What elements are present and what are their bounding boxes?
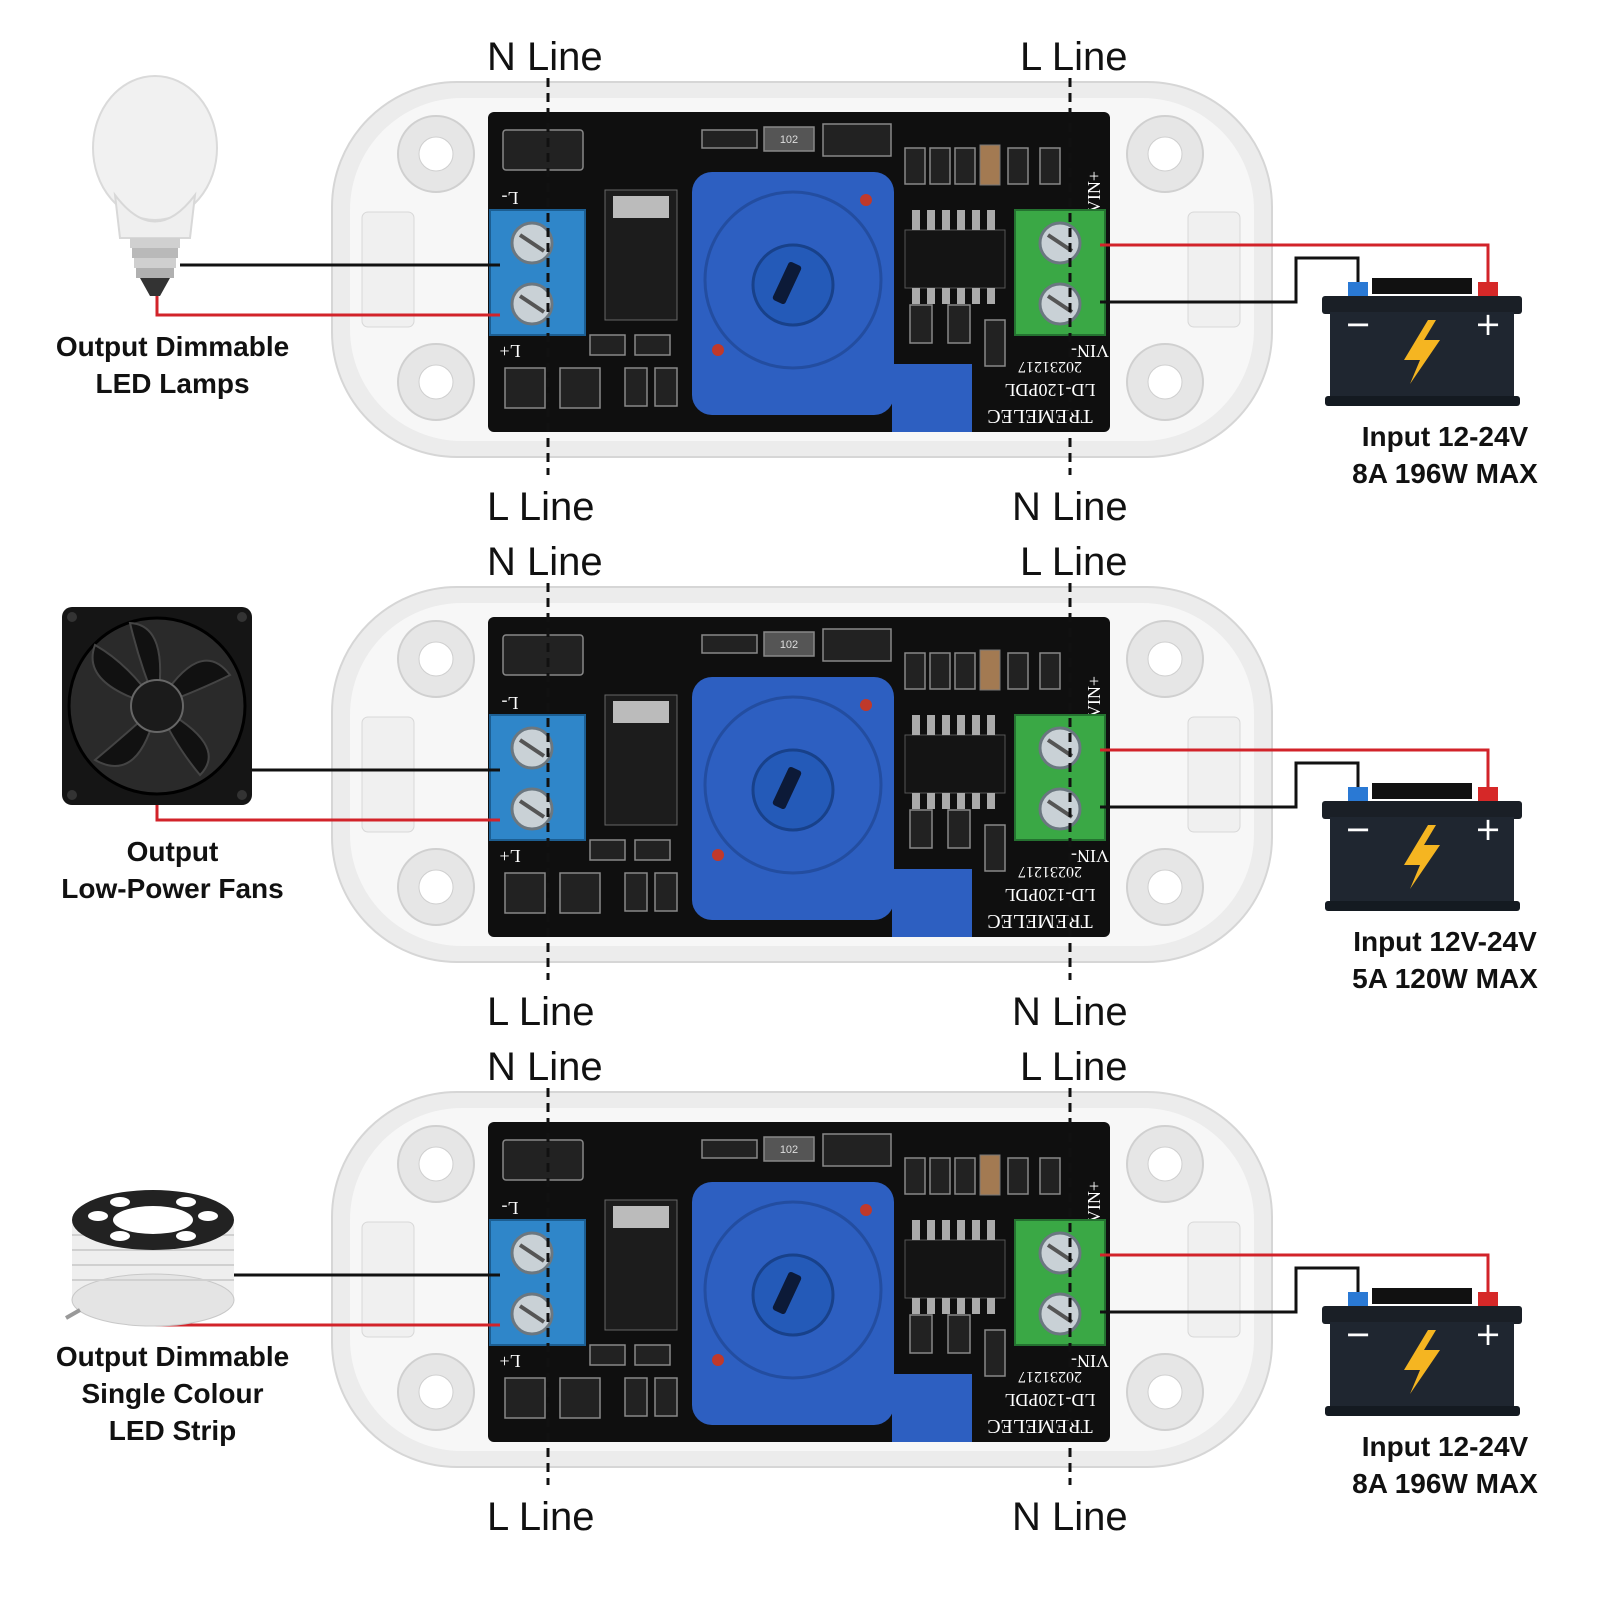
- top-right-line-label: L Line: [1020, 540, 1128, 584]
- battery-minus: −: [1345, 1315, 1372, 1353]
- battery-minus: −: [1345, 810, 1372, 848]
- board-date: 20231217: [1018, 863, 1082, 880]
- input-terminal-block: [1014, 209, 1106, 336]
- dimmer-panel-1: 102 VIN+ VIN- 20231217 LD-120PDL TREMELE…: [0, 0, 1600, 527]
- top-left-line-label: N Line: [487, 1045, 603, 1089]
- lightning-bolt-icon: [1404, 825, 1440, 889]
- potentiometer-knob[interactable]: [692, 172, 972, 432]
- vin-minus-label: VIN-: [1071, 1351, 1109, 1371]
- top-left-line-label: N Line: [487, 540, 603, 584]
- battery-plus: +: [1475, 1315, 1502, 1353]
- board-model: LD-120PDL: [1005, 1390, 1096, 1410]
- vin-plus-label: VIN+: [1084, 1181, 1104, 1223]
- battery-plus: +: [1475, 305, 1502, 343]
- battery-plus: +: [1475, 810, 1502, 848]
- output-label-line: LED Strip: [108, 1415, 237, 1446]
- bulb-icon: [92, 75, 218, 296]
- bottom-left-line-label: L Line: [487, 485, 595, 529]
- output-label-line: Output Dimmable: [55, 1341, 290, 1372]
- output-red-wire: [155, 292, 500, 317]
- output-label-line: LED Lamps: [95, 368, 250, 399]
- input-label-line: Input 12-24V: [1361, 1431, 1529, 1462]
- board-model: LD-120PDL: [1005, 885, 1096, 905]
- potentiometer-knob[interactable]: [692, 1182, 972, 1442]
- bottom-left-line-label: L Line: [487, 990, 595, 1034]
- input-label: Input 12V-24V 5A 120W MAX: [1330, 923, 1560, 997]
- input-label: Input 12-24V 8A 196W MAX: [1330, 1428, 1560, 1502]
- l-minus-label: L-: [502, 188, 519, 208]
- fan-icon: [62, 607, 252, 805]
- input-label: Input 12-24V 8A 196W MAX: [1330, 418, 1560, 492]
- input-red-wire: [1100, 243, 1490, 290]
- resistor-code: 102: [780, 1144, 798, 1156]
- input-label-line: Input 12-24V: [1361, 421, 1529, 452]
- l-plus-label: L+: [499, 846, 520, 866]
- vin-plus-label: VIN+: [1084, 676, 1104, 718]
- bottom-right-line-label: N Line: [1012, 990, 1128, 1034]
- panel-graphics: 102 VIN+ VIN- 20231217 LD-120PDL TREMELE…: [92, 75, 1522, 475]
- input-red-wire: [1100, 748, 1490, 795]
- input-black-wire: [1100, 256, 1360, 304]
- panel-graphics: 102 VIN+ VIN- 20231217 LD-120PDL TREMELE…: [65, 1088, 1522, 1485]
- board-date: 20231217: [1018, 358, 1082, 375]
- l-plus-label: L+: [499, 341, 520, 361]
- output-terminal-block: [489, 1219, 586, 1346]
- bottom-right-line-label: N Line: [1012, 1495, 1128, 1539]
- input-label-line: 8A 196W MAX: [1352, 458, 1538, 489]
- output-terminal-block: [489, 714, 586, 841]
- input-label-line: Input 12V-24V: [1353, 926, 1537, 957]
- top-right-line-label: L Line: [1020, 1045, 1128, 1089]
- input-terminal-block: [1014, 1219, 1106, 1346]
- board-brand: TREMELEC: [987, 1415, 1093, 1437]
- battery-icon: − +: [1322, 1288, 1522, 1416]
- dimmer-panel-3: 102 VIN+ VIN- 20231217 LD-120PDL TREMELE…: [0, 1010, 1600, 1537]
- vin-minus-label: VIN-: [1071, 846, 1109, 866]
- bottom-left-line-label: L Line: [487, 1495, 595, 1539]
- top-left-line-label: N Line: [487, 35, 603, 79]
- lightning-bolt-icon: [1404, 320, 1440, 384]
- output-label-line: Output: [126, 836, 219, 867]
- input-label-line: 5A 120W MAX: [1352, 963, 1538, 994]
- board-model: LD-120PDL: [1005, 380, 1096, 400]
- input-red-wire: [1100, 1253, 1490, 1300]
- l-minus-label: L-: [502, 1198, 519, 1218]
- battery-icon: − +: [1322, 278, 1522, 406]
- panel-graphics: 102 VIN+ VIN- 20231217 LD-120PDL TREMELE…: [62, 583, 1522, 980]
- l-plus-label: L+: [499, 1351, 520, 1371]
- battery-icon: − +: [1322, 783, 1522, 911]
- board-brand: TREMELEC: [987, 405, 1093, 427]
- output-label-line: Single Colour: [81, 1378, 264, 1409]
- l-minus-label: L-: [502, 693, 519, 713]
- input-black-wire: [1100, 761, 1360, 809]
- dimmer-panel-2: 102 VIN+ VIN- 20231217 LD-120PDL TREMELE…: [0, 505, 1600, 1032]
- input-terminal-block: [1014, 714, 1106, 841]
- top-right-line-label: L Line: [1020, 35, 1128, 79]
- battery-minus: −: [1345, 305, 1372, 343]
- resistor-code: 102: [780, 134, 798, 146]
- output-terminal-block: [489, 209, 586, 336]
- board-date: 20231217: [1018, 1368, 1082, 1385]
- vin-plus-label: VIN+: [1084, 171, 1104, 213]
- bottom-right-line-label: N Line: [1012, 485, 1128, 529]
- output-label-line: Low-Power Fans: [61, 873, 284, 904]
- resistor-code: 102: [780, 639, 798, 651]
- output-label-line: Output Dimmable: [55, 331, 290, 362]
- vin-minus-label: VIN-: [1071, 341, 1109, 361]
- lightning-bolt-icon: [1404, 1330, 1440, 1394]
- potentiometer-knob[interactable]: [692, 677, 972, 937]
- board-brand: TREMELEC: [987, 910, 1093, 932]
- input-black-wire: [1100, 1266, 1360, 1314]
- input-label-line: 8A 196W MAX: [1352, 1468, 1538, 1499]
- led-strip-icon: [65, 1190, 235, 1327]
